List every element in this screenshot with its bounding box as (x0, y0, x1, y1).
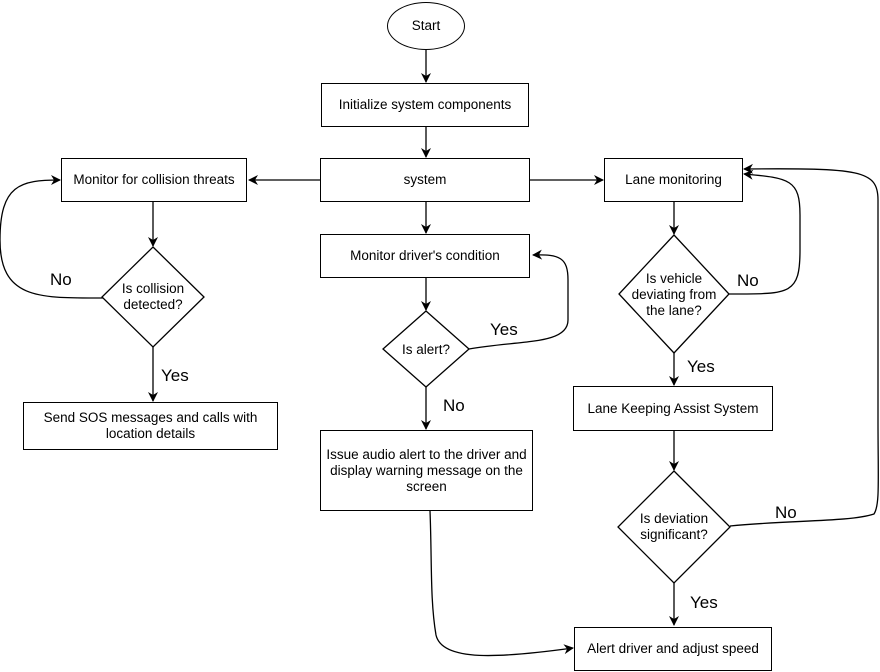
start-label: Start (411, 18, 441, 33)
edge-alert-yes (468, 249, 569, 350)
decision-significant-label: Is deviation significant? (639, 511, 709, 542)
edge-label-alert-no: No (443, 396, 465, 415)
edge-label-significant-no: No (775, 503, 797, 522)
system-label: system (403, 172, 447, 187)
decision-collision: Is collision detected? (108, 275, 198, 319)
edge-label-deviating-yes: Yes (687, 357, 715, 376)
system-node: system (320, 158, 530, 202)
lane-keeping-node: Lane Keeping Assist System (573, 386, 773, 431)
decision-significant-shape (617, 470, 731, 584)
start-node: Start (387, 2, 465, 50)
issue-alert-node: Issue audio alert to the driver and disp… (320, 430, 533, 511)
decision-alert: Is alert? (388, 340, 464, 360)
send-sos-label: Send SOS messages and calls with locatio… (43, 410, 258, 441)
decision-deviating: Is vehicle deviating from the lane? (621, 270, 727, 320)
monitor-driver-node: Monitor driver's condition (320, 234, 530, 278)
init-node: Initialize system components (321, 83, 529, 127)
lane-monitoring-node: Lane monitoring (604, 158, 743, 202)
decision-deviating-shape (618, 234, 730, 354)
edge-significant-no (729, 163, 879, 527)
alert-adjust-label: Alert driver and adjust speed (587, 641, 759, 656)
decision-alert-label: Is alert? (401, 342, 451, 357)
edge-label-significant-yes: Yes (690, 593, 718, 612)
lane-monitoring-label: Lane monitoring (625, 172, 722, 187)
decision-significant: Is deviation significant? (626, 507, 722, 547)
decision-deviating-label: Is vehicle deviating from the lane? (631, 271, 717, 318)
monitor-driver-label: Monitor driver's condition (350, 248, 500, 263)
edge-deviating-no (728, 169, 801, 295)
decision-alert-shape (382, 310, 470, 388)
monitor-collision-label: Monitor for collision threats (73, 172, 235, 187)
monitor-collision-node: Monitor for collision threats (61, 158, 247, 202)
edge-label-alert-yes: Yes (490, 320, 518, 339)
issue-alert-label: Issue audio alert to the driver and disp… (326, 446, 527, 494)
send-sos-node: Send SOS messages and calls with locatio… (23, 402, 278, 450)
edge-label-collision-yes: Yes (161, 366, 189, 385)
decision-collision-shape (101, 246, 205, 348)
lane-keeping-label: Lane Keeping Assist System (587, 400, 759, 416)
alert-adjust-node: Alert driver and adjust speed (574, 627, 772, 671)
edge-label-deviating-no: No (737, 271, 759, 290)
init-label: Initialize system components (338, 97, 512, 112)
edge-collision-no (0, 175, 104, 299)
decision-collision-label: Is collision detected? (121, 281, 185, 312)
edge-label-collision-no: No (50, 270, 72, 289)
edge-issue-final (429, 510, 574, 657)
